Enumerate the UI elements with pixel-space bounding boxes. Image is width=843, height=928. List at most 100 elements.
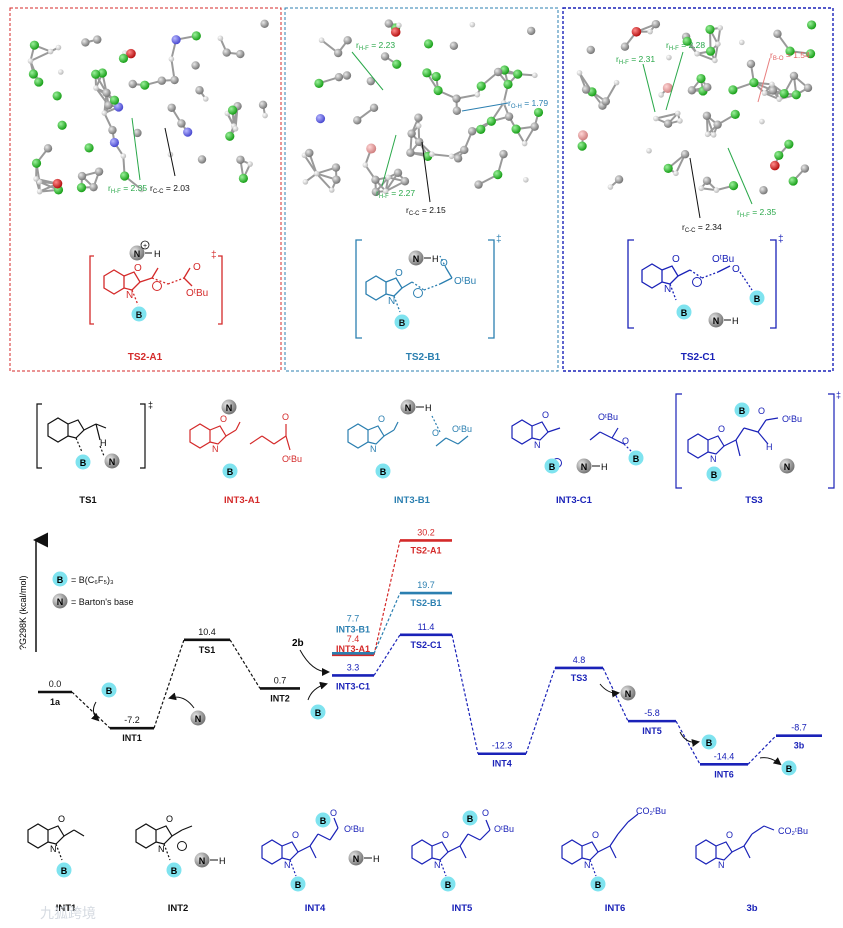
atom bbox=[236, 49, 245, 59]
molecule-3d-model-c1 bbox=[576, 19, 817, 195]
atom bbox=[57, 120, 67, 130]
svg-text:N: N bbox=[158, 844, 165, 854]
atom bbox=[343, 36, 352, 45]
atom bbox=[532, 72, 538, 79]
structure-int2 bbox=[135, 823, 193, 861]
svg-text:N: N bbox=[126, 290, 133, 301]
arrow-n-out bbox=[599, 683, 620, 698]
panel-ts2-a1-frame bbox=[9, 7, 282, 372]
atom bbox=[366, 76, 376, 86]
svg-text:B: B bbox=[57, 575, 64, 585]
atom bbox=[789, 71, 799, 81]
atom bbox=[91, 69, 101, 79]
atom bbox=[614, 175, 624, 184]
borane-b-icon bbox=[544, 458, 560, 474]
svg-text:H: H bbox=[766, 442, 773, 452]
atom bbox=[93, 35, 102, 44]
atom bbox=[114, 102, 124, 112]
atom bbox=[530, 122, 539, 131]
atom bbox=[171, 35, 181, 45]
atom bbox=[773, 29, 782, 39]
atom bbox=[332, 175, 341, 184]
atom bbox=[334, 72, 344, 82]
svg-text:O: O bbox=[718, 424, 725, 434]
svg-text:N: N bbox=[664, 284, 671, 295]
atom bbox=[369, 103, 379, 113]
atom bbox=[302, 179, 309, 185]
svg-text:B: B bbox=[786, 764, 793, 774]
svg-text:N: N bbox=[50, 844, 57, 854]
atom bbox=[415, 122, 422, 129]
label-int3-b1: INT3-B1 bbox=[394, 495, 431, 506]
atom bbox=[55, 44, 62, 51]
atom bbox=[247, 161, 253, 167]
ester-label: CO₂ᵗBu bbox=[778, 826, 808, 836]
atom bbox=[157, 76, 167, 85]
minus-charge-icon bbox=[177, 841, 187, 851]
structure-int6 bbox=[561, 813, 639, 877]
svg-text:O: O bbox=[292, 830, 299, 840]
svg-text:B: B bbox=[739, 406, 746, 416]
atom bbox=[109, 137, 120, 148]
atom bbox=[191, 31, 201, 41]
atom bbox=[407, 129, 416, 138]
svg-text:B: B bbox=[80, 458, 87, 468]
svg-text:B: B bbox=[380, 467, 387, 477]
atom bbox=[76, 183, 87, 193]
atom bbox=[385, 174, 392, 181]
atom bbox=[493, 67, 503, 77]
atom bbox=[429, 151, 435, 158]
value-int3-c1: 3.3 bbox=[347, 662, 360, 672]
atom bbox=[120, 171, 130, 181]
energy-profile: 0.01a-7.2INT110.4TS10.7INT23.3INT3-C17.4… bbox=[38, 527, 822, 779]
connector-1a-int1 bbox=[71, 691, 111, 729]
name-int5: INT5 bbox=[642, 726, 662, 736]
svg-text:O: O bbox=[726, 830, 733, 840]
distance-label-b1-cc: rC-C = 2.15 bbox=[406, 141, 446, 217]
atom bbox=[331, 163, 341, 172]
bond bbox=[696, 52, 716, 62]
atom bbox=[400, 177, 410, 186]
svg-text:O: O bbox=[542, 410, 549, 420]
svg-text:B: B bbox=[467, 814, 474, 824]
svg-text:OᵗBu: OᵗBu bbox=[598, 412, 618, 422]
atom bbox=[382, 188, 389, 195]
barton-base-n-icon bbox=[620, 685, 636, 701]
svg-text:N: N bbox=[57, 597, 64, 607]
atom bbox=[36, 188, 43, 195]
svg-text:‡: ‡ bbox=[496, 234, 502, 245]
svg-text:‡: ‡ bbox=[211, 250, 217, 261]
svg-text:B: B bbox=[106, 686, 113, 696]
atom bbox=[768, 86, 778, 95]
svg-text:N: N bbox=[405, 403, 412, 413]
svg-text:B: B bbox=[549, 462, 556, 472]
structure-int3-a1-labels: O N O OᵗBu bbox=[212, 412, 302, 464]
atom bbox=[504, 112, 514, 121]
atom bbox=[433, 85, 443, 96]
atom bbox=[705, 46, 716, 56]
atom bbox=[362, 162, 369, 168]
atom bbox=[474, 180, 483, 189]
svg-text:H: H bbox=[425, 403, 432, 413]
atom bbox=[422, 68, 432, 78]
svg-text:O: O bbox=[758, 406, 765, 416]
value-ts2-c1: 11.4 bbox=[418, 622, 435, 632]
svg-text:H: H bbox=[732, 316, 739, 326]
atom bbox=[776, 96, 782, 102]
atom bbox=[260, 19, 269, 28]
bond bbox=[655, 112, 678, 120]
atom bbox=[694, 50, 700, 57]
value-ts2-a1: 30.2 bbox=[417, 527, 435, 537]
borane-b-icon bbox=[131, 306, 147, 322]
atom bbox=[521, 140, 528, 147]
atom bbox=[31, 158, 42, 168]
connector-ts2c1-int4 bbox=[451, 634, 479, 754]
svg-text:B: B bbox=[681, 308, 688, 318]
atom bbox=[227, 105, 238, 115]
svg-text:N: N bbox=[581, 462, 588, 472]
svg-text:N: N bbox=[784, 462, 791, 472]
distance-label-c1-hf1: rH-F = 2.31 bbox=[616, 54, 656, 113]
borane-b-icon bbox=[734, 402, 750, 418]
svg-text:rC-C = 2.15: rC-C = 2.15 bbox=[406, 205, 446, 217]
svg-text:B: B bbox=[445, 880, 452, 890]
